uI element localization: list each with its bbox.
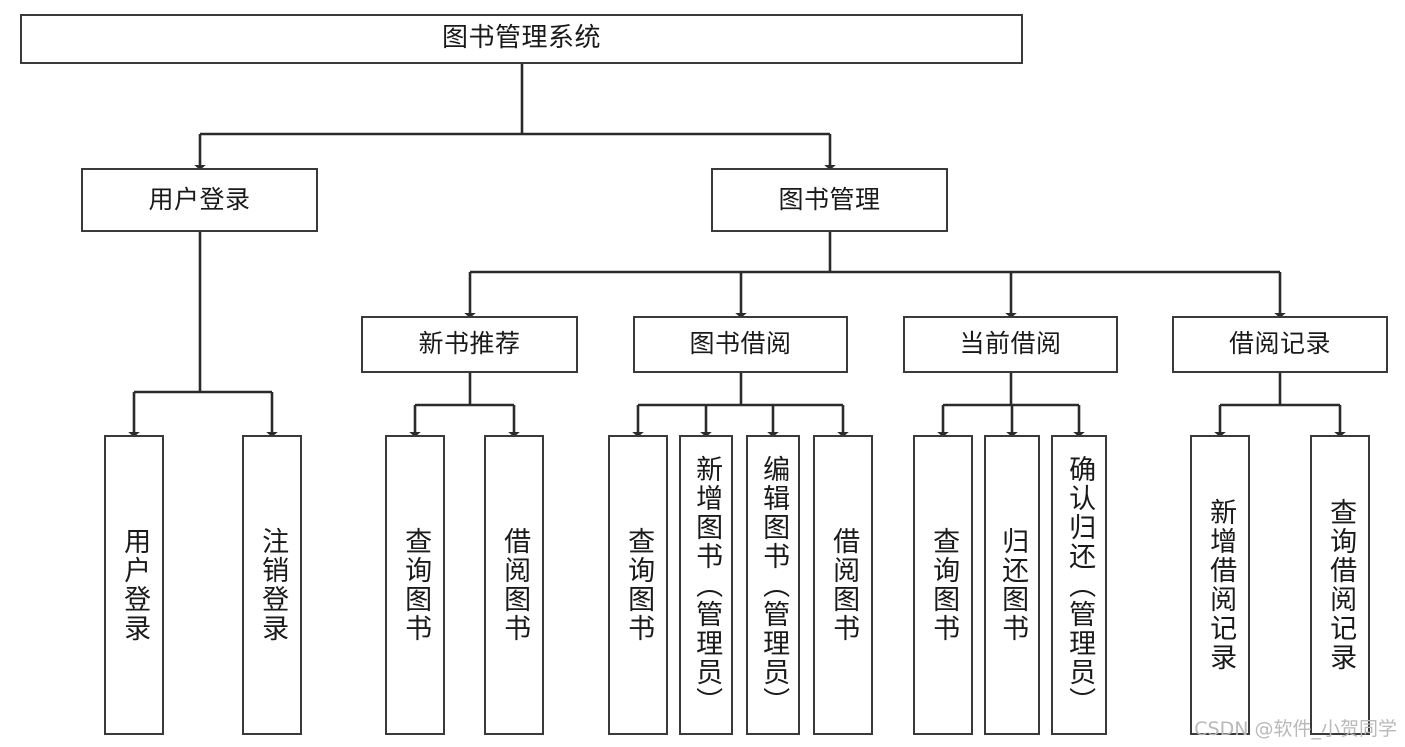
node-label: 借阅记录: [1228, 329, 1331, 359]
node-label: 查询图书: [400, 527, 432, 643]
node-label: 归还图书: [997, 527, 1029, 643]
node-label: 用户登录: [148, 184, 251, 214]
node-login[interactable]: 用户登录: [81, 168, 318, 232]
edge-paths: [128, 64, 1346, 437]
node-l-logout[interactable]: 注销登录: [242, 435, 302, 735]
node-l-q2[interactable]: 查询图书: [608, 435, 668, 735]
node-label: 注销登录: [257, 527, 289, 643]
node-current[interactable]: 当前借阅: [903, 316, 1118, 373]
node-l-addrec[interactable]: 新增借阅记录: [1190, 435, 1250, 735]
node-label: 当前借阅: [959, 329, 1062, 359]
node-label: 图书借阅: [689, 329, 792, 359]
node-label: 图书管理: [778, 184, 881, 214]
node-l-return[interactable]: 归还图书: [984, 435, 1040, 735]
node-records[interactable]: 借阅记录: [1172, 316, 1388, 373]
node-l-b1[interactable]: 借阅图书: [484, 435, 544, 735]
node-label: 用户登录: [119, 527, 151, 643]
node-label: 借阅图书: [828, 527, 860, 643]
node-label: 图书管理系统: [441, 23, 601, 54]
node-l-b2[interactable]: 借阅图书: [813, 435, 873, 735]
node-label: 确认归还（管理员）: [1064, 454, 1096, 716]
watermark-text: CSDN @软件_小贺同学: [1194, 718, 1397, 740]
node-label: 新增图书（管理员）: [691, 454, 723, 716]
node-label: 编辑图书（管理员）: [758, 454, 790, 716]
node-l-confirm[interactable]: 确认归还（管理员）: [1051, 435, 1107, 735]
node-l-qrec[interactable]: 查询借阅记录: [1310, 435, 1370, 735]
node-borrow[interactable]: 图书借阅: [633, 316, 848, 373]
node-root[interactable]: 图书管理系统: [20, 14, 1023, 64]
node-bookmgmt[interactable]: 图书管理: [711, 168, 948, 232]
node-label: 新增借阅记录: [1205, 498, 1237, 672]
node-l-q1[interactable]: 查询图书: [385, 435, 445, 735]
node-l-add[interactable]: 新增图书（管理员）: [679, 435, 733, 735]
node-l-login[interactable]: 用户登录: [104, 435, 164, 735]
node-label: 查询图书: [928, 527, 960, 643]
node-label: 借阅图书: [499, 527, 531, 643]
node-newbook[interactable]: 新书推荐: [361, 316, 578, 373]
node-label: 查询借阅记录: [1325, 498, 1357, 672]
node-label: 查询图书: [623, 527, 655, 643]
node-label: 新书推荐: [418, 329, 521, 359]
node-l-edit[interactable]: 编辑图书（管理员）: [746, 435, 800, 735]
node-l-q3[interactable]: 查询图书: [913, 435, 973, 735]
